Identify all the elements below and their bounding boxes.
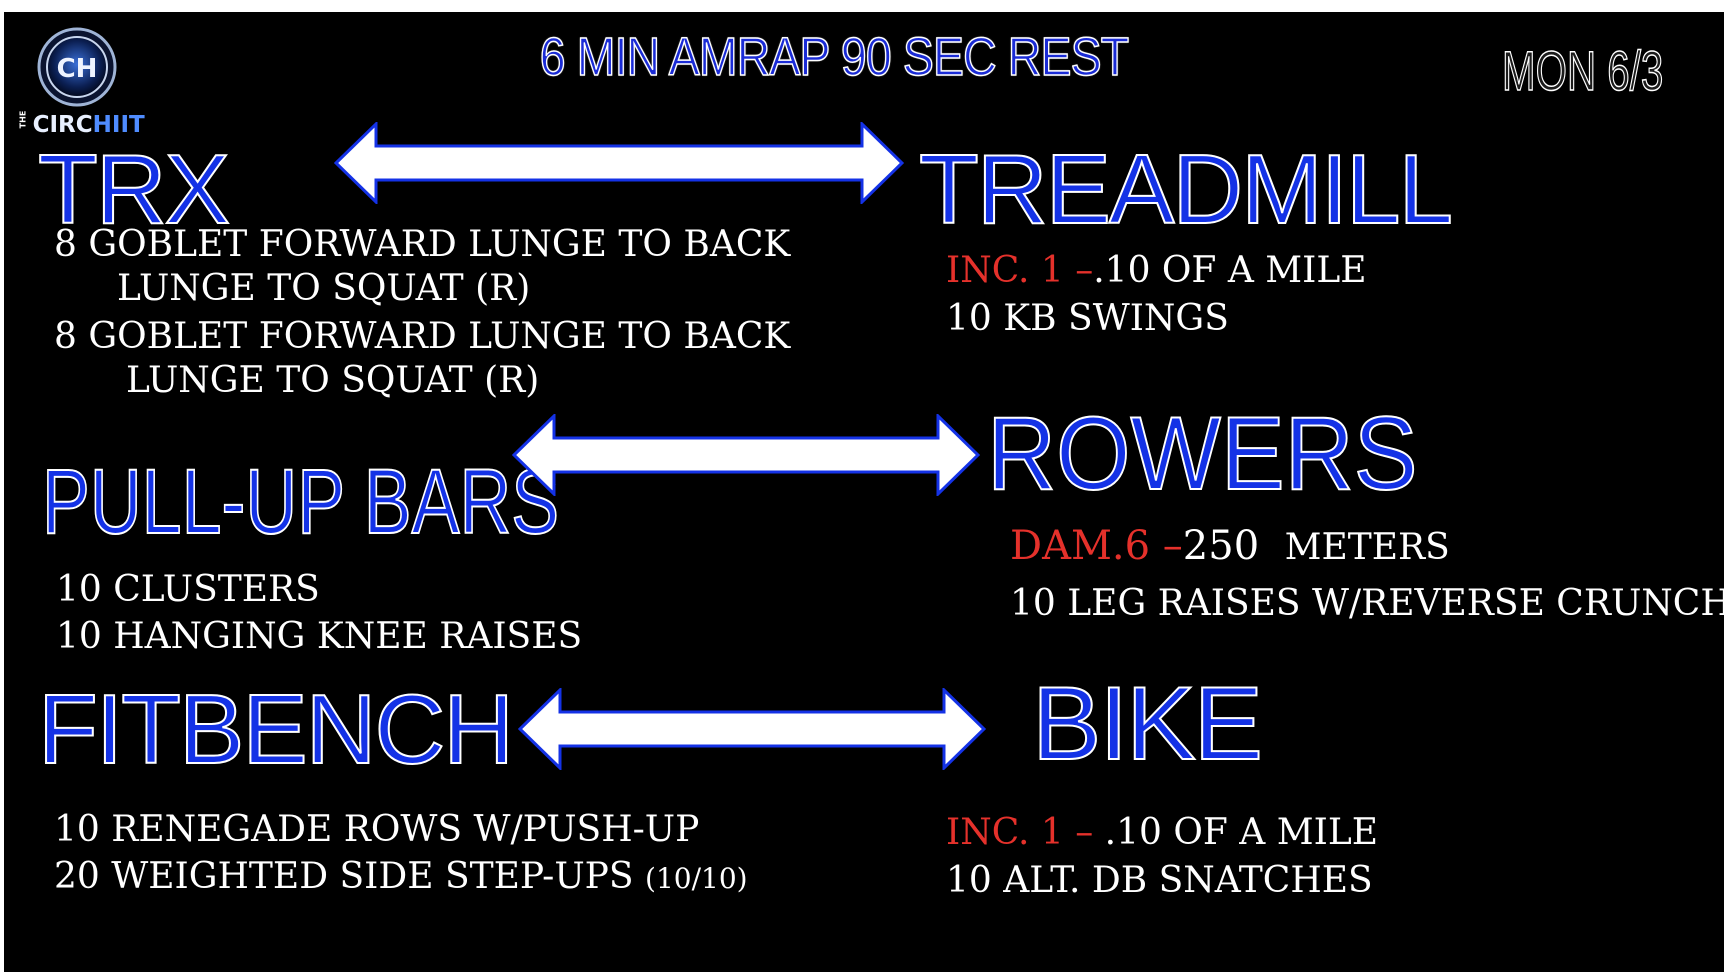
fitbench-stepups-split: (10/10)	[645, 862, 748, 895]
trx-line-4: LUNGE TO SQUAT (R)	[126, 360, 540, 401]
pullup-line-2: 10 HANGING KNEE RAISES	[56, 616, 583, 657]
treadmill-incline: INC. 1 –	[946, 250, 1094, 291]
bike-line-1: INC. 1 – .10 OF A MILE	[946, 815, 1378, 851]
rowers-meters-value: 250	[1182, 523, 1260, 569]
circhiit-logo-icon: CH	[37, 27, 117, 107]
station-fitbench-title: FITBENCH	[37, 674, 515, 784]
treadmill-distance: .10 OF A MILE	[1093, 250, 1367, 291]
treadmill-line-1: INC. 1 –.10 OF A MILE	[946, 253, 1367, 289]
svg-text:CH: CH	[57, 54, 98, 84]
double-arrow-icon	[334, 122, 904, 204]
trx-line-2: LUNGE TO SQUAT (R)	[117, 268, 531, 309]
double-arrow-icon	[512, 414, 980, 496]
trx-line-3: 8 GOBLET FORWARD LUNGE TO BACK	[54, 316, 791, 357]
fitbench-line-2: 20 WEIGHTED SIDE STEP-UPS (10/10)	[54, 859, 748, 895]
rowers-damper: DAM.6 –	[1010, 523, 1183, 569]
date-label: MON 6/3	[1501, 38, 1664, 103]
bike-distance: .10 OF A MILE	[1104, 812, 1379, 853]
station-rowers-title: ROWERS	[986, 396, 1418, 512]
station-trx-title: TRX	[37, 134, 231, 244]
fitbench-stepups: 20 WEIGHTED SIDE STEP-UPS	[54, 856, 634, 897]
station-treadmill-title: TREADMILL	[918, 134, 1454, 244]
rowers-line-1: DAM.6 –250 METERS	[1010, 526, 1450, 566]
station-bike-title: BIKE	[1031, 666, 1264, 782]
pullup-line-1: 10 CLUSTERS	[56, 569, 320, 610]
double-arrow-icon	[518, 688, 986, 770]
fitbench-line-1: 10 RENEGADE ROWS W/PUSH-UP	[54, 809, 700, 850]
page-title: 6 MIN AMRAP 90 SEC REST	[539, 26, 1130, 88]
rowers-line-2: 10 LEG RAISES W/REVERSE CRUNCH	[1010, 583, 1724, 624]
treadmill-line-2: 10 KB SWINGS	[946, 298, 1229, 339]
station-pullup-title: PULL-UP BARS	[41, 451, 560, 553]
bike-line-2: 10 ALT. DB SNATCHES	[946, 860, 1373, 901]
rowers-meters-unit: METERS	[1284, 527, 1450, 568]
bike-incline: INC. 1 –	[946, 812, 1094, 853]
trx-line-1: 8 GOBLET FORWARD LUNGE TO BACK	[54, 224, 791, 265]
